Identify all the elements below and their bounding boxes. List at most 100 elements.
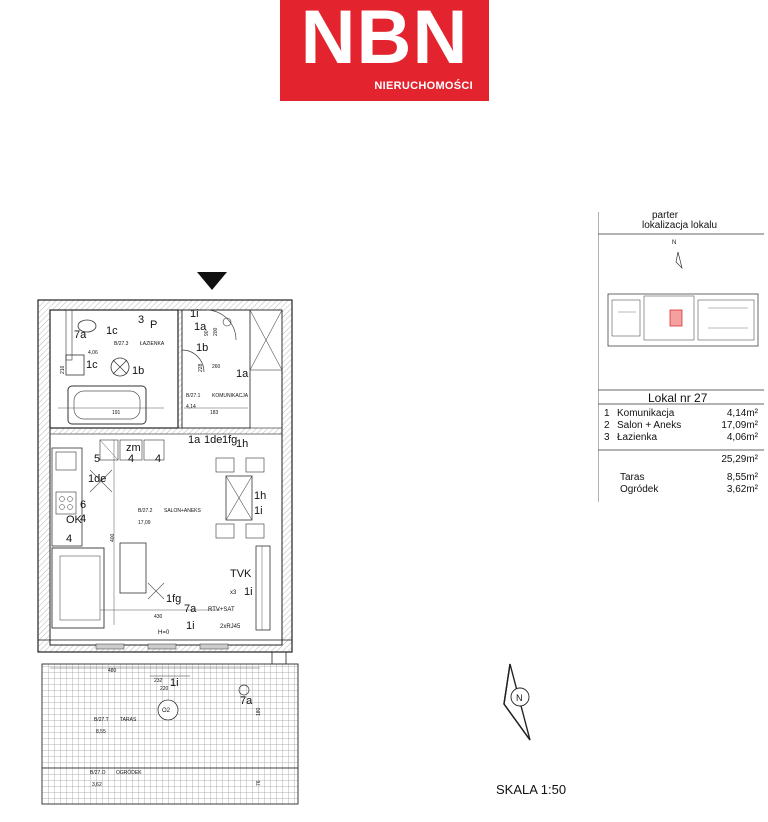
dim-90: 90 [204, 330, 210, 336]
dim-220: 220 [160, 686, 169, 692]
symbol-1h: 1h [254, 490, 266, 502]
symbol-5: 5 [94, 453, 100, 465]
symbol-o2: O2 [162, 708, 171, 714]
mini-compass-icon [675, 251, 683, 270]
unit-info-panel: parter lokalizacja lokalu N Lokal nr 27 … [598, 210, 764, 502]
room-area-terrace: 8,55 [96, 729, 106, 735]
room-code-garden: B/27.O [90, 770, 106, 776]
room-name-garden: OGRÓDEK [116, 769, 142, 776]
north-arrow-icon: N [503, 663, 531, 741]
symbol-1c: 1c [106, 325, 118, 337]
dim-400: 400 [110, 533, 116, 542]
symbol-7-dining: 1i [254, 505, 263, 517]
symbol-1a-corridor: 1a [236, 368, 249, 380]
dim-216: 216 [60, 365, 66, 374]
sofa [51, 547, 105, 629]
symbol-6: 6 [80, 499, 86, 511]
unit-title: Lokal nr 27 [648, 391, 708, 405]
scale-label: SKALA 1:50 [496, 782, 567, 797]
symbol-1fg: 1fg [166, 593, 181, 605]
unit-room-area: 4,14m² [726, 408, 758, 419]
symbol-7-tv: 1i [244, 586, 253, 598]
symbol-1i-terrace: 1i [170, 677, 179, 689]
room-area-bathroom: 4,06 [88, 350, 98, 356]
room-code-living: B/27.2 [138, 508, 153, 514]
symbol-1de-top: 1de [204, 434, 222, 446]
symbol-zm: zm [126, 442, 141, 454]
entrance-arrow-icon [197, 272, 227, 290]
unit-room-name: Komunikacja [617, 408, 675, 419]
dim-76: 76 [256, 780, 262, 786]
dining-table [225, 475, 253, 521]
unit-total-area: 25,29m² [721, 454, 758, 465]
symbol-rj45: 2xRJ45 [220, 624, 241, 630]
symbol-4-c: 4 [80, 513, 86, 525]
symbol-4-d: 4 [66, 533, 72, 545]
symbol-4-a: 4 [128, 453, 134, 465]
location-north-label: N [672, 240, 677, 246]
symbol-1c-sink: 1c [86, 359, 98, 371]
symbol-p: P [150, 319, 157, 331]
room-area-living: 17,09 [138, 520, 151, 526]
sink-icon [65, 354, 85, 376]
room-area-garden: 3,62 [92, 782, 102, 788]
location-minimap [607, 293, 759, 347]
unit-room-number: 2 [604, 420, 610, 431]
bathtub-icon [67, 385, 147, 425]
company-logo: NBN NIERUCHOMOŚCI [280, 0, 489, 101]
kitchen-sink-icon [55, 451, 77, 471]
symbol-1a: 1a [188, 434, 201, 446]
symbol-rtv-sat: RTV+SAT [208, 607, 235, 613]
symbol-1a-top: 1a [194, 321, 207, 333]
symbol-4-b: 4 [155, 453, 161, 465]
garden [41, 767, 299, 805]
toilet-icon [77, 319, 97, 333]
kitchen-counter [51, 447, 83, 547]
symbol-x3: x3 [230, 590, 237, 596]
unit-location-marker [669, 309, 683, 327]
unit-room-area: 17,09m² [721, 420, 758, 431]
symbol-1de: 1de [88, 473, 106, 485]
symbol-1fg-top: 1fg [222, 434, 237, 446]
dim-228: 228 [198, 363, 204, 372]
unit-extra-name: Ogródek [620, 484, 659, 495]
room-name-bathroom: ŁAZIENKA [140, 341, 165, 347]
room-name-living: SALON+ANEKS [164, 508, 201, 514]
dim-430: 430 [154, 614, 163, 620]
room-name-terrace: TARAS [120, 717, 137, 723]
room-name-communication: KOMUNIKACJA [212, 393, 249, 399]
unit-room-area: 4,06m² [726, 432, 758, 443]
tv-cabinet [255, 545, 271, 631]
room-area-communication: 4,14 [186, 404, 196, 410]
symbol-tvk: TVK [230, 568, 252, 580]
stove-icon [55, 491, 77, 515]
logo-subtitle: NIERUCHOMOŚCI [374, 80, 473, 92]
unit-extra-area: 3,62m² [726, 484, 758, 495]
symbol-2: 7a [74, 329, 87, 341]
dim-180: 180 [256, 707, 262, 716]
symbol-h0: H=0 [158, 630, 170, 636]
unit-room-name: Łazienka [617, 432, 658, 443]
symbol-7-top: 1i [190, 308, 199, 320]
logo-title: NBN [300, 0, 469, 80]
symbol-7a-terrace: 7a [240, 695, 253, 707]
symbol-3: 3 [138, 314, 144, 326]
door-swing-icon [205, 309, 237, 341]
symbol-7a: 7a [184, 603, 197, 615]
dim-260: 260 [212, 364, 221, 370]
symbol-1b-lamp: 1b [132, 365, 144, 377]
room-code-communication: B/27.1 [186, 393, 201, 399]
unit-room-name: Salon + Aneks [617, 420, 682, 431]
lamp-icon [110, 357, 130, 377]
compass-label: N [516, 693, 523, 703]
unit-extra-area: 8,55m² [726, 472, 758, 483]
dim-232: 232 [154, 678, 163, 684]
dim-183: 183 [210, 410, 219, 416]
coffee-table [119, 542, 147, 594]
symbol-1h-top: 1h [236, 438, 248, 450]
symbol-1i: 1i [186, 620, 195, 632]
symbol-ok: OK [66, 514, 83, 526]
room-code-bathroom: B/27.3 [114, 341, 129, 347]
dim-480: 480 [108, 668, 117, 674]
